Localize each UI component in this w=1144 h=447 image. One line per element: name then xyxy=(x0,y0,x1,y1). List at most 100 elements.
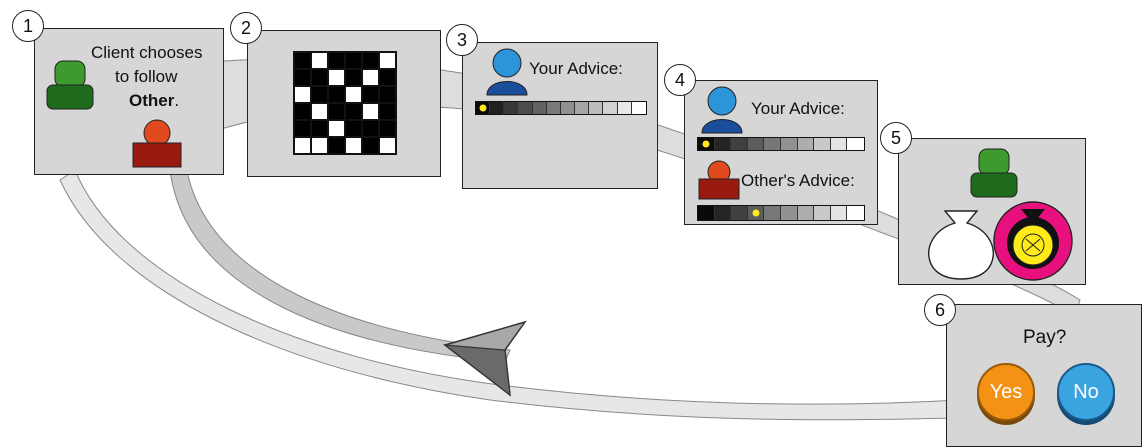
scale-cell xyxy=(780,138,798,150)
scale-cell xyxy=(698,206,715,220)
scale-cell xyxy=(617,102,632,114)
grid-cell xyxy=(294,120,311,137)
grid-cell xyxy=(328,69,345,86)
scale-cell xyxy=(476,102,491,114)
person-red-icon xyxy=(132,119,182,168)
grid-cell xyxy=(345,103,362,120)
yes-button[interactable]: Yes xyxy=(977,363,1035,421)
grid-cell xyxy=(362,120,379,137)
no-label: No xyxy=(1073,380,1099,403)
advice-marker xyxy=(479,104,487,112)
grid-cell xyxy=(362,103,379,120)
grid-cell xyxy=(379,69,396,86)
arrow-head-shade xyxy=(443,344,511,397)
grid-cell xyxy=(294,69,311,86)
grid-cell xyxy=(345,69,362,86)
step-badge-2: 2 xyxy=(230,12,262,44)
panel-1: Client chooses to follow Other. xyxy=(34,28,224,175)
grid-cell xyxy=(294,52,311,69)
grid-cell xyxy=(311,137,328,154)
person-red-icon xyxy=(698,160,740,200)
scale-cell xyxy=(714,138,732,150)
return-band-inner xyxy=(169,159,511,363)
grid-cell xyxy=(311,86,328,103)
white-pot-icon xyxy=(928,210,994,280)
scale-cell xyxy=(518,102,533,114)
panel-6-question: Pay? xyxy=(1023,327,1067,348)
grid-cell xyxy=(294,86,311,103)
panel-1-line2: to follow xyxy=(115,67,178,86)
grid-cell xyxy=(362,69,379,86)
scale-cell xyxy=(814,206,831,220)
grid-cell xyxy=(328,103,345,120)
scale-cell xyxy=(731,138,748,150)
no-button[interactable]: No xyxy=(1057,363,1115,421)
person-blue-icon xyxy=(701,86,743,134)
scale-cell xyxy=(575,102,590,114)
scale-cell xyxy=(830,206,848,220)
scale-cell xyxy=(747,206,765,220)
grid-cell xyxy=(379,52,396,69)
scale-cell xyxy=(603,102,618,114)
scale-cell xyxy=(560,102,576,114)
advice-scale xyxy=(475,101,647,115)
panel-4: Your Advice: Other's Advice: xyxy=(684,80,878,225)
grid-cell xyxy=(362,52,379,69)
scale-cell xyxy=(532,102,547,114)
panel-4-your-label: Your Advice: xyxy=(751,99,845,118)
grid-cell xyxy=(362,86,379,103)
scale-cell xyxy=(731,206,748,220)
scale-cell xyxy=(631,102,646,114)
scale-cell xyxy=(714,206,732,220)
grid-cell xyxy=(311,69,328,86)
grid-cell xyxy=(294,103,311,120)
scale-cell xyxy=(797,138,815,150)
scale-cell xyxy=(830,138,848,150)
step-badge-1: 1 xyxy=(12,10,44,42)
person-blue-icon xyxy=(486,48,528,96)
advice-marker xyxy=(752,209,760,217)
grid-cell xyxy=(362,137,379,154)
grid-cell xyxy=(345,86,362,103)
grid-cell xyxy=(328,120,345,137)
person-green-icon xyxy=(970,148,1018,198)
panel-1-period: . xyxy=(174,91,180,110)
advice-marker xyxy=(702,140,710,148)
other-advice-scale xyxy=(697,205,865,221)
scale-cell xyxy=(490,102,505,114)
grid-cell xyxy=(345,52,362,69)
scale-cell xyxy=(589,102,604,114)
panel-3-label: Your Advice: xyxy=(529,59,623,78)
scale-cell xyxy=(546,102,561,114)
step-badge-5: 5 xyxy=(880,122,912,154)
scale-cell xyxy=(764,206,781,220)
panel-2 xyxy=(247,30,441,177)
grid-cell xyxy=(379,86,396,103)
grid-cell xyxy=(328,137,345,154)
panel-1-line1: Client chooses xyxy=(91,43,203,62)
grid-cell xyxy=(345,120,362,137)
scale-cell xyxy=(780,206,798,220)
your-advice-scale xyxy=(697,137,865,151)
grid-cell xyxy=(294,137,311,154)
grid-cell xyxy=(311,103,328,120)
scale-cell xyxy=(797,206,815,220)
yes-label: Yes xyxy=(989,380,1023,403)
pattern-grid xyxy=(293,51,397,155)
grid-cell xyxy=(328,52,345,69)
step-badge-6: 6 xyxy=(924,294,956,326)
step-badge-3: 3 xyxy=(446,24,478,56)
grid-cell xyxy=(311,120,328,137)
grid-cell xyxy=(379,120,396,137)
panel-5 xyxy=(898,138,1086,285)
person-green-icon xyxy=(46,60,94,110)
grid-cell xyxy=(328,86,345,103)
panel-3: Your Advice: xyxy=(462,42,658,189)
grid-cell xyxy=(345,137,362,154)
scale-cell xyxy=(698,138,715,150)
scale-cell xyxy=(764,138,781,150)
panel-1-emphasis: Other xyxy=(129,91,175,110)
grid-cell xyxy=(311,52,328,69)
scale-cell xyxy=(747,138,765,150)
